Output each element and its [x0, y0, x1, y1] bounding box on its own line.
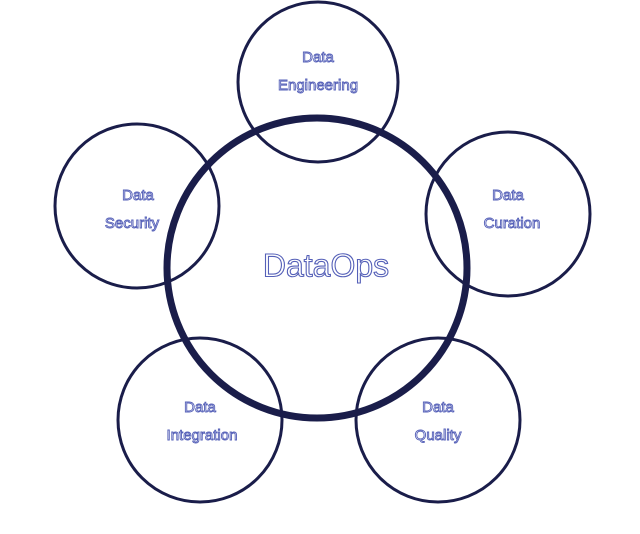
node-data-security: Data Security: [53, 122, 221, 290]
node-data-curation: Data Curation: [424, 130, 592, 298]
node-data-engineering: Data Engineering: [236, 0, 400, 164]
node-label-security-line1: Data: [122, 187, 154, 204]
center-ring: [163, 114, 471, 422]
node-label-integration-line1: Data: [184, 399, 216, 416]
center-hub: DataOps: [163, 114, 471, 422]
node-label-curation-line2: Curation: [484, 215, 541, 232]
node-label-engineering-line1: Data: [302, 49, 334, 66]
node-ring-quality: [354, 336, 522, 504]
node-label-security-line2: Security: [105, 215, 160, 232]
node-label-integration-line2: Integration: [167, 427, 238, 444]
node-ring-integration: [116, 336, 284, 504]
node-ring-engineering: [236, 0, 400, 164]
node-label-curation-line1: Data: [492, 187, 524, 204]
node-label-quality-line1: Data: [422, 399, 454, 416]
node-data-integration: Data Integration: [116, 336, 284, 504]
node-label-quality-line2: Quality: [415, 427, 462, 444]
node-ring-curation: [424, 130, 592, 298]
node-label-engineering-line2: Engineering: [278, 77, 358, 94]
center-label: DataOps: [263, 247, 389, 283]
node-data-quality: Data Quality: [354, 336, 522, 504]
node-ring-security: [53, 122, 221, 290]
